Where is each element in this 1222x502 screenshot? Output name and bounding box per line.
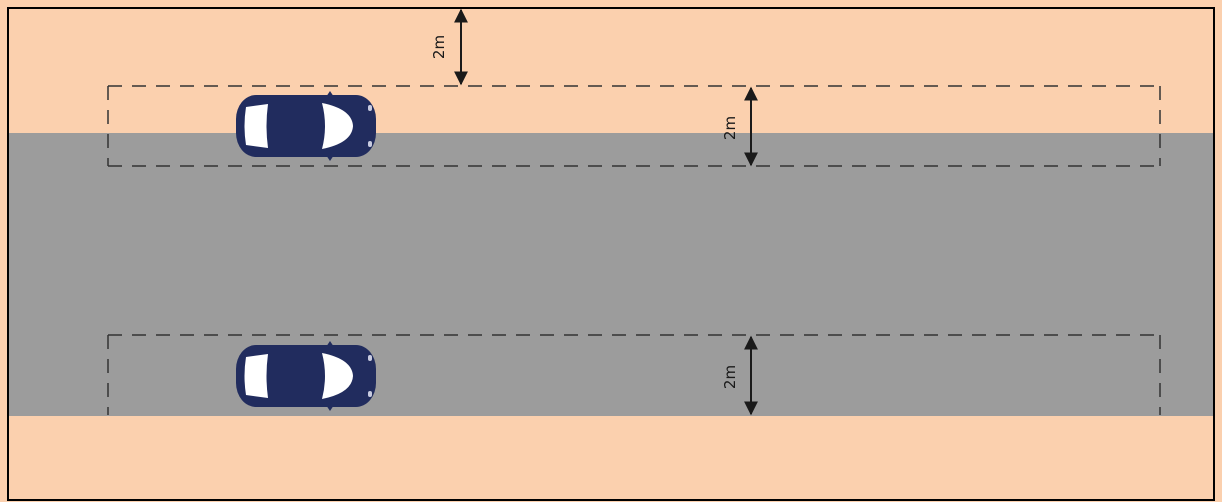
frame-border — [7, 7, 1215, 501]
dimension-label-middle: 2m — [721, 116, 739, 140]
car-icon — [236, 91, 376, 161]
car-icon — [236, 341, 376, 411]
parking-zone-bottom — [107, 334, 1161, 415]
road — [8, 133, 1214, 416]
dimension-label-bottom: 2m — [721, 365, 739, 389]
dimension-label-top: 2m — [430, 35, 448, 59]
parking-zone-top — [107, 85, 1161, 167]
